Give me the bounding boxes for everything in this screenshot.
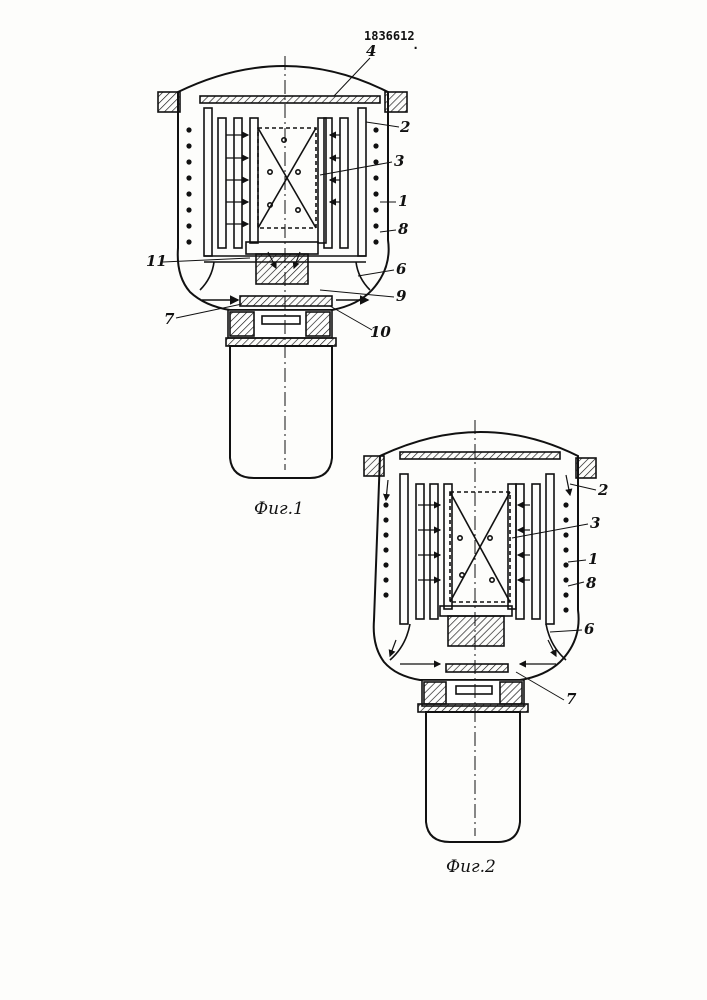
patent-number: 1836612	[364, 29, 415, 43]
fig1-label-4: 4	[366, 42, 376, 60]
figure-2	[364, 420, 596, 842]
fig1-label-10: 10	[370, 323, 391, 341]
figure-1	[158, 56, 407, 478]
fig2-label-7: 7	[566, 690, 577, 708]
fig2-label-3: 3	[590, 514, 600, 532]
figure-2-caption: Фиг.2	[446, 857, 496, 877]
fig1-label-6: 6	[396, 260, 407, 278]
dot-mark: ·	[412, 41, 419, 55]
fig2-label-2: 2	[597, 481, 608, 499]
figure-1-caption: Фиг.1	[254, 499, 304, 519]
fig1-label-8: 8	[398, 220, 409, 238]
fig1-label-3: 3	[394, 152, 404, 170]
fig1-label-7: 7	[164, 310, 175, 328]
fig2-label-8: 8	[586, 574, 597, 592]
fig2-label-1: 1	[588, 550, 598, 568]
fig1-label-2: 2	[399, 118, 410, 136]
fig1-label-11: 11	[146, 252, 167, 270]
fig1-label-1: 1	[398, 192, 408, 210]
fig2-label-6: 6	[584, 620, 595, 638]
fig1-label-9: 9	[396, 287, 407, 305]
